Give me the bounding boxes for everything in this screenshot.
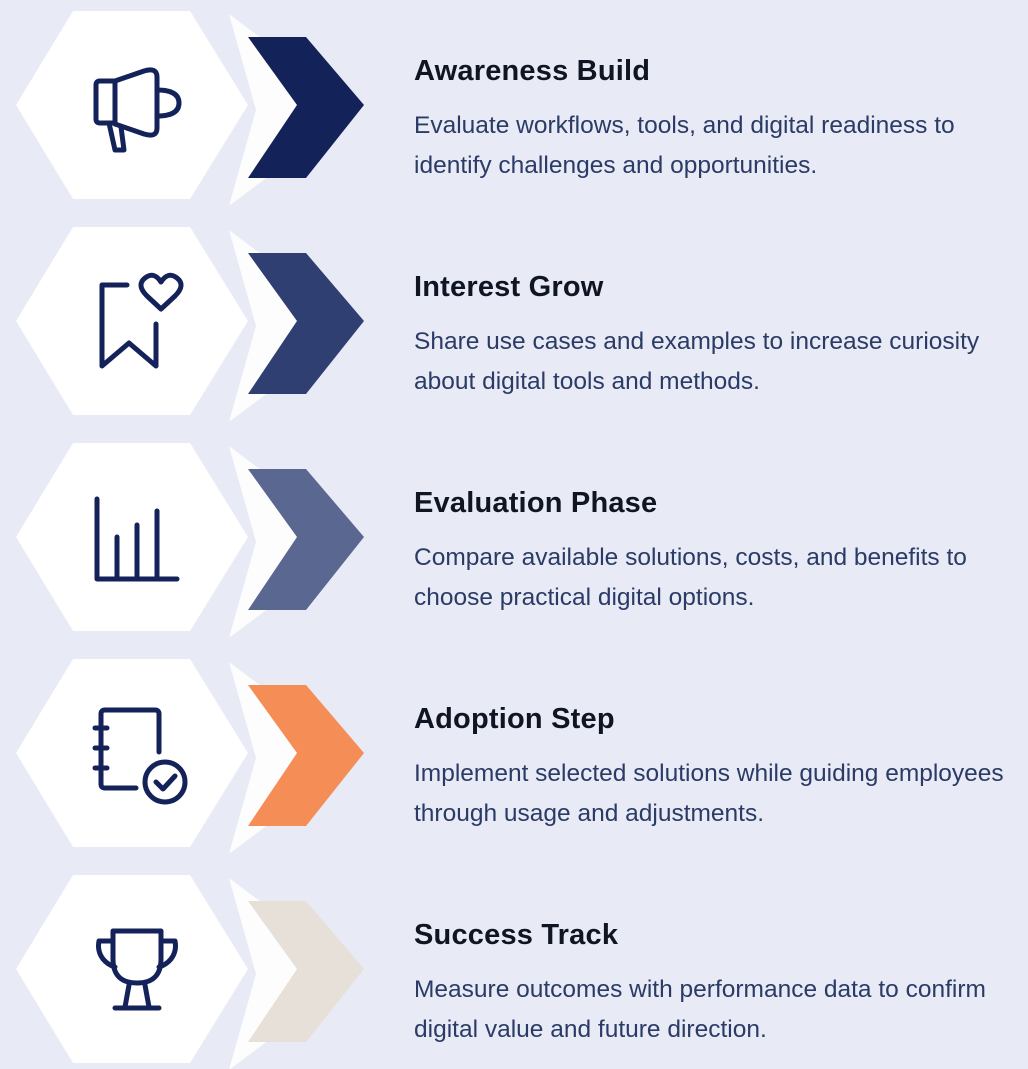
step-awareness: Awareness Build Evaluate workflows, tool… — [0, 5, 1028, 206]
step-description: Evaluate workflows, tools, and digital r… — [414, 112, 955, 179]
chevron-shadow — [229, 230, 357, 422]
step-graphic — [16, 227, 364, 422]
step-evaluation: Evaluation Phase Compare available solut… — [0, 437, 1028, 638]
step-title: Awareness Build — [414, 55, 651, 87]
step-description: Compare available solutions, costs, and … — [414, 544, 967, 611]
chevron-arrow — [248, 469, 364, 610]
notebook-check-icon — [92, 707, 188, 805]
hexagon — [16, 875, 248, 1063]
chevron-shadow — [229, 14, 357, 206]
step-title: Interest Grow — [414, 271, 604, 303]
step-adoption: Adoption Step Implement selected solutio… — [0, 653, 1028, 854]
step-title: Success Track — [414, 919, 619, 951]
hexagon — [16, 227, 248, 415]
bookmark-heart-icon — [99, 272, 184, 369]
chevron-arrow — [248, 901, 364, 1042]
step-title: Evaluation Phase — [414, 487, 658, 519]
step-interest: Interest Grow Share use cases and exampl… — [0, 221, 1028, 422]
hexagon — [16, 443, 248, 631]
step-description: Measure outcomes with performance data t… — [414, 976, 986, 1043]
trophy-icon — [96, 928, 178, 1011]
bar-chart-icon — [94, 496, 180, 582]
step-success: Success Track Measure outcomes with perf… — [0, 869, 1028, 1069]
chevron-arrow — [248, 253, 364, 394]
chevron-shadow — [229, 662, 357, 854]
chevron-shadow — [229, 446, 357, 638]
step-graphic — [16, 11, 364, 206]
step-graphic — [16, 659, 364, 854]
step-graphic — [16, 875, 364, 1069]
megaphone-icon — [93, 67, 182, 153]
step-description: Share use cases and examples to increase… — [414, 328, 980, 395]
hexagon — [16, 11, 248, 199]
step-description: Implement selected solutions while guidi… — [414, 760, 1004, 827]
chevron-shadow — [229, 878, 357, 1069]
step-graphic — [16, 443, 364, 638]
chevron-arrow — [248, 37, 364, 178]
chevron-arrow — [248, 685, 364, 826]
hexagon — [16, 659, 248, 847]
step-title: Adoption Step — [414, 703, 615, 735]
